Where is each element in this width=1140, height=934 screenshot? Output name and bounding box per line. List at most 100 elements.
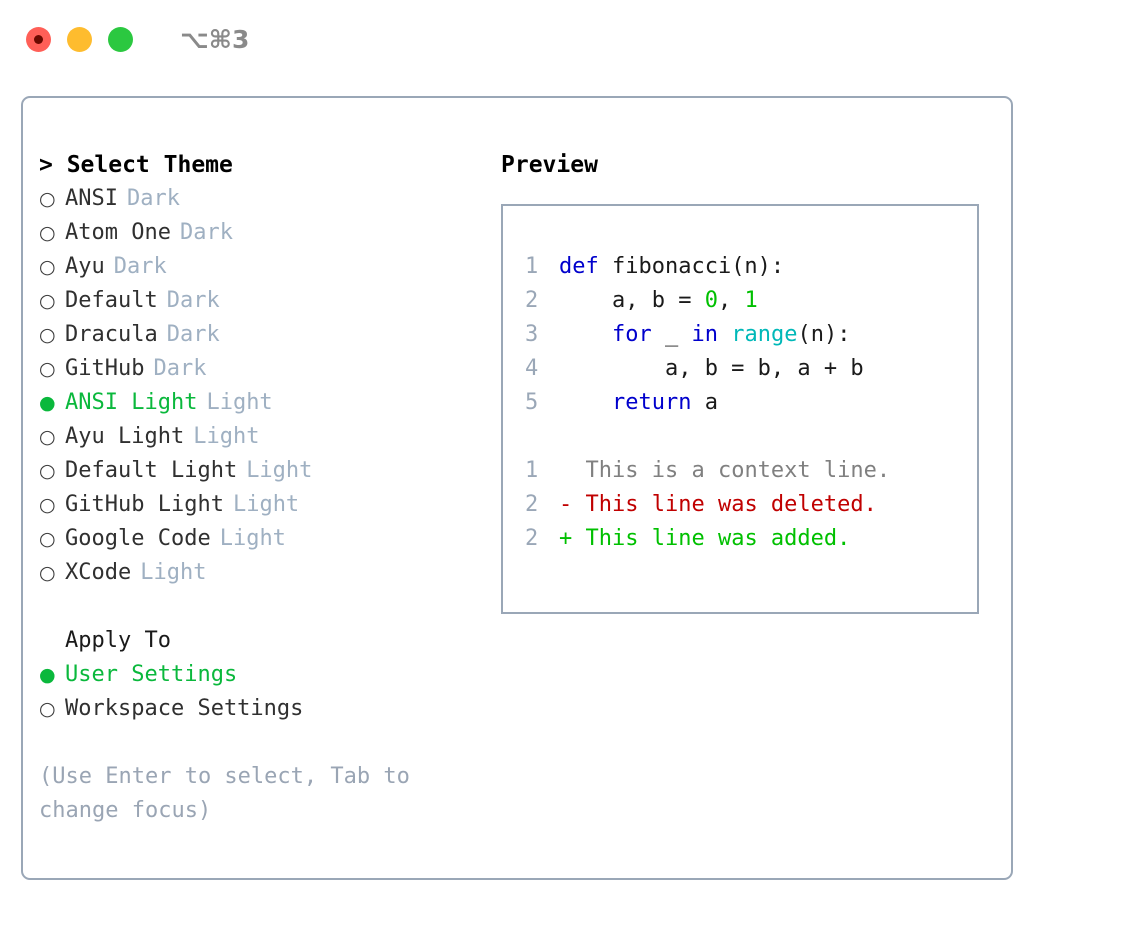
theme-option-variant-tag: Light [206, 390, 273, 415]
theme-option-label: Ayu [65, 254, 105, 279]
theme-option-label: Dracula [65, 322, 158, 347]
theme-option-variant-tag: Light [193, 424, 260, 449]
keyboard-shortcut-badge: ⌥⌘3 [180, 24, 250, 54]
diff-line-add: 2 + This line was added. [525, 522, 977, 556]
spacer [39, 590, 489, 624]
code-line-number: 1 [525, 254, 539, 279]
theme-option-xcode[interactable]: ○ XCode Light [39, 556, 489, 590]
theme-option-label: GitHub [65, 356, 145, 381]
diff-line-text: This line was added. [585, 526, 851, 551]
theme-option-github[interactable]: ○ GitHub Dark [39, 352, 489, 386]
code-line-content: return a [559, 386, 718, 420]
diff-line-text: This is a context line. [585, 458, 891, 483]
theme-option-label: Atom One [65, 220, 171, 245]
diff-line-sign: + [559, 526, 586, 551]
code-token-fn: range [731, 322, 798, 347]
theme-option-default[interactable]: ○ Default Dark [39, 284, 489, 318]
preview-heading: Preview [501, 152, 598, 178]
apply-to-option-user-settings[interactable]: ●User Settings [39, 658, 489, 692]
code-line-number: 3 [525, 322, 539, 347]
diff-line-number: 2 [525, 526, 539, 551]
maximize-window-button[interactable] [108, 26, 133, 52]
code-line: 1 def fibonacci(n): [525, 250, 977, 284]
theme-option-variant-tag: Light [232, 492, 300, 517]
theme-option-variant-tag: Dark [179, 220, 233, 245]
code-line-content: for _ in range(n): [559, 318, 850, 352]
code-token-plain: _ [651, 322, 692, 347]
close-window-button[interactable] [26, 26, 51, 52]
code-line-number: 5 [525, 390, 539, 415]
theme-option-variant-tag: Light [140, 560, 207, 585]
keyboard-hint-text: (Use Enter to select, Tab to change focu… [39, 764, 410, 823]
diff-line-sign [559, 454, 586, 488]
code-token-plain: (n): [797, 322, 851, 347]
code-line-content: a, b = 0, 1 [559, 284, 758, 318]
code-token-kw: in [691, 322, 718, 347]
code-token-plain: , [717, 288, 745, 313]
code-token-plain: a, b = b, a + b [559, 356, 864, 381]
diff-line-sign: - [559, 492, 586, 517]
theme-option-variant-tag: Light [246, 458, 313, 483]
radio-selected-icon: ● [39, 392, 56, 414]
titlebar: ⌥⌘3 [0, 0, 1140, 78]
theme-option-google-code[interactable]: ○ Google Code Light [39, 522, 489, 556]
theme-option-label: GitHub Light [65, 492, 224, 517]
code-line: 3 for _ in range(n): [525, 318, 977, 352]
radio-unselected-icon: ○ [39, 324, 56, 346]
minimize-window-button[interactable] [67, 26, 92, 52]
code-line-number: 2 [525, 288, 539, 313]
radio-unselected-icon: ○ [39, 188, 56, 210]
theme-option-variant-tag: Dark [166, 322, 220, 347]
code-line-number: 4 [525, 356, 539, 381]
apply-to-list: ●User Settings○Workspace Settings [39, 658, 489, 726]
theme-option-label: ANSI Light [65, 390, 198, 415]
radio-unselected-icon: ○ [39, 358, 56, 380]
diff-sample: 1 This is a context line. 2- This line wa… [525, 454, 977, 556]
radio-unselected-icon: ○ [39, 290, 56, 312]
diff-line-ctx: 1 This is a context line. [525, 454, 977, 488]
theme-option-label: Ayu Light [65, 424, 185, 449]
theme-option-label: Default Light [65, 458, 238, 483]
apply-to-option-label: Workspace Settings [65, 696, 304, 721]
code-token-kw: return [611, 390, 692, 415]
code-token-plain: a, b = [559, 288, 705, 313]
theme-option-dracula[interactable]: ○ Dracula Dark [39, 318, 489, 352]
radio-unselected-icon: ○ [39, 528, 56, 550]
spacer [525, 420, 977, 454]
code-token-kw: def [559, 254, 612, 279]
theme-option-label: Google Code [65, 526, 211, 551]
code-token-plain [559, 390, 612, 415]
theme-option-label: ANSI [65, 186, 118, 211]
code-line: 5 return a [525, 386, 977, 420]
theme-option-label: XCode [65, 560, 132, 585]
theme-option-label: Default [65, 288, 158, 313]
theme-option-atom-one[interactable]: ○ Atom One Dark [39, 216, 489, 250]
code-line-content: def fibonacci(n): [559, 250, 784, 284]
radio-unselected-icon: ○ [39, 562, 56, 584]
theme-option-ansi-light[interactable]: ● ANSI Light Light [39, 386, 489, 420]
code-line-content: a, b = b, a + b [559, 352, 864, 386]
theme-option-variant-tag: Dark [153, 356, 207, 381]
theme-option-variant-tag: Dark [166, 288, 220, 313]
radio-unselected-icon: ○ [39, 222, 56, 244]
code-token-kw: for [611, 322, 652, 347]
theme-option-variant-tag: Dark [113, 254, 167, 279]
apply-to-option-workspace-settings[interactable]: ○Workspace Settings [39, 692, 489, 726]
select-theme-heading: > Select Theme [39, 152, 233, 178]
theme-option-variant-tag: Light [219, 526, 286, 551]
code-token-plain [718, 322, 731, 347]
diff-line-number: 2 [525, 492, 539, 517]
apply-to-option-label: User Settings [65, 662, 238, 687]
